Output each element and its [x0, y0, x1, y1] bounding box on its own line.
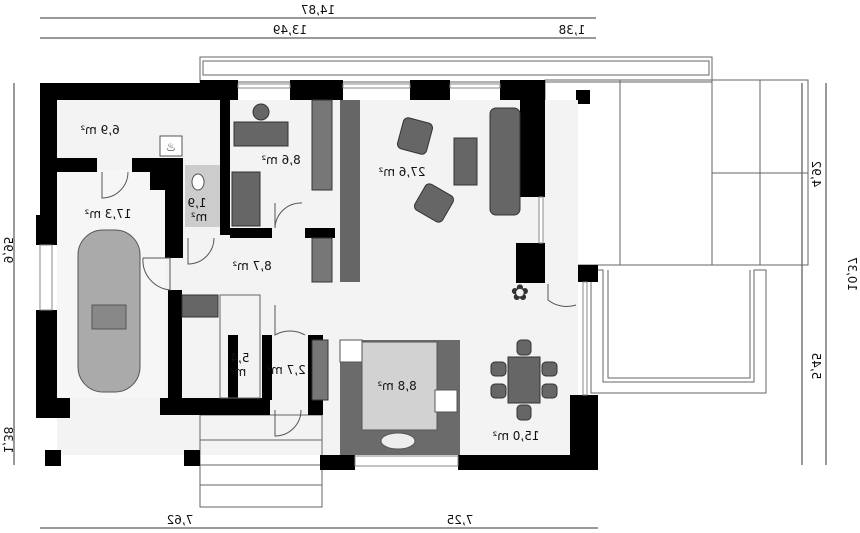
room-area-office: 8,6 m²: [261, 153, 301, 167]
wardrobe: [311, 99, 333, 191]
room-area-vestibule: 2,7 m²: [266, 363, 306, 377]
room-area-dining: 15,0 m²: [492, 429, 539, 443]
canopy: [199, 56, 713, 83]
living-sofa: [489, 107, 521, 216]
room-area-wc: 1,9: [187, 196, 206, 210]
office-sofa: [231, 171, 261, 227]
room-area-kitchen: 8,8 m²: [377, 379, 417, 393]
dim-bottom-left: 7,62: [167, 513, 194, 527]
armchair: [413, 183, 455, 223]
room-area-hall: 8,7 m²: [232, 259, 272, 273]
svg-text:♨: ♨: [166, 140, 177, 154]
office-chair: [252, 103, 270, 121]
sink: [380, 432, 416, 450]
dim-top-main: 13,49: [273, 23, 307, 37]
plant-icon: ✿: [511, 281, 529, 306]
room-area-garage: 17,3 m²: [84, 207, 131, 221]
dim-right-upper: 4,92: [809, 161, 823, 188]
armchair: [396, 117, 434, 155]
dim-left-main: 9,95: [1, 237, 15, 264]
fireplace-icon: [159, 135, 183, 157]
stairs: [219, 294, 261, 399]
room-area-pantry-unit: m²: [230, 365, 247, 379]
kitchen-island: [361, 341, 438, 431]
dimension-lines: [13, 17, 827, 529]
dim-left-bottom: 1,38: [1, 427, 15, 454]
dim-top-right: 1,38: [559, 23, 586, 37]
windows: [39, 83, 588, 467]
room-area-pantry: 5,4: [230, 351, 249, 365]
desk: [233, 121, 289, 147]
dining-table: [507, 356, 541, 404]
terrace: [544, 79, 809, 394]
dim-top-total: 14,87: [301, 3, 335, 17]
room-area-living: 27,6 m²: [378, 165, 425, 179]
room-area-wc-unit: m²: [191, 210, 208, 224]
dim-right-lower: 5,45: [809, 353, 823, 380]
furniture: ♨ ✿: [77, 99, 558, 455]
dim-right-total: 10,37: [845, 257, 859, 291]
doors: [101, 171, 577, 437]
coffee-table: [453, 137, 478, 186]
dim-bottom-right: 7,25: [447, 513, 474, 527]
room-area-boiler: 6,9 m²: [80, 123, 120, 137]
